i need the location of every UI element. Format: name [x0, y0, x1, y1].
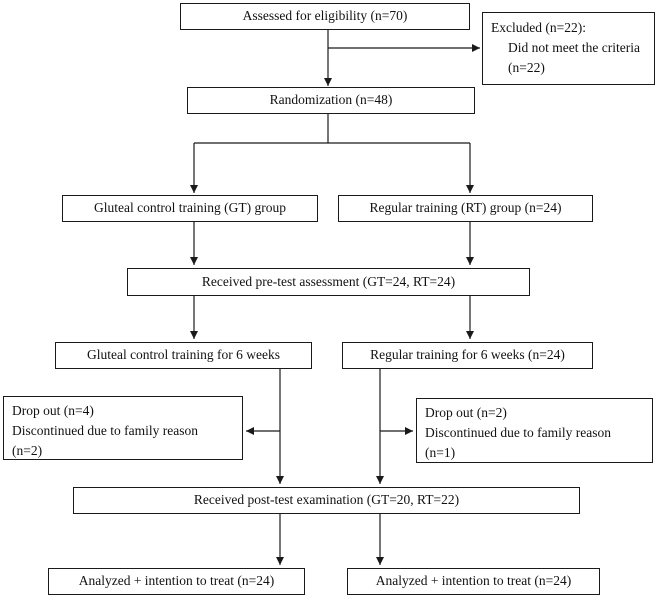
gt-dropout-line-1: Drop out (n=4) [12, 403, 94, 418]
node-gt-dropout: Drop out (n=4) Discontinued due to famil… [3, 396, 243, 460]
rt-dropout-line-1: Drop out (n=2) [425, 405, 507, 420]
node-rt-dropout: Drop out (n=2) Discontinued due to famil… [416, 398, 653, 463]
excluded-line-3: (n=22) [508, 60, 545, 75]
excluded-line-2: Did not meet the criteria [508, 40, 640, 55]
gt-dropout-line-2: Discontinued due to family reason [12, 423, 198, 438]
node-rt-analyzed: Analyzed + intention to treat (n=24) [347, 568, 600, 595]
rt-dropout-line-3: (n=1) [425, 445, 456, 460]
node-excluded: Excluded (n=22): Did not meet the criter… [482, 12, 655, 85]
node-assessed-eligibility: Assessed for eligibility (n=70) [180, 3, 470, 30]
node-posttest-examination: Received post-test examination (GT=20, R… [73, 487, 580, 514]
node-randomization: Randomization (n=48) [187, 87, 475, 114]
rt-dropout-line-2: Discontinued due to family reason [425, 425, 611, 440]
node-rt-group: Regular training (RT) group (n=24) [338, 195, 593, 222]
node-gt-group: Gluteal control training (GT) group [62, 195, 318, 222]
node-gt-training: Gluteal control training for 6 weeks [55, 342, 312, 369]
gt-dropout-line-3: (n=2) [12, 443, 43, 458]
excluded-line-1: Excluded (n=22): [491, 20, 586, 35]
node-gt-analyzed: Analyzed + intention to treat (n=24) [48, 568, 305, 595]
node-pretest-assessment: Received pre-test assessment (GT=24, RT=… [127, 268, 530, 296]
node-rt-training: Regular training for 6 weeks (n=24) [342, 342, 593, 369]
